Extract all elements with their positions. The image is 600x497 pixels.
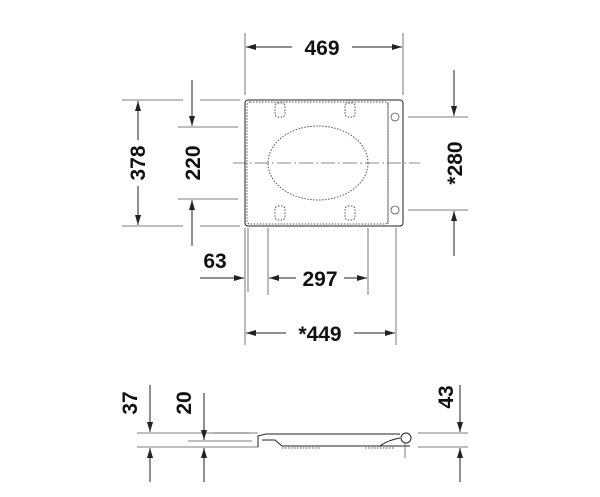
- hinge-icon: [390, 205, 400, 215]
- dim-20: 20: [173, 391, 196, 414]
- hinge-icon: [400, 432, 412, 444]
- dim-297: 297: [302, 268, 337, 291]
- dim-43: 43: [435, 385, 458, 408]
- fixing-holes: [274, 102, 356, 221]
- dim-63: 63: [203, 250, 226, 273]
- hinge-icon: [390, 112, 400, 122]
- seat-inner-outline: [246, 101, 389, 225]
- dim-449: *449: [298, 323, 341, 346]
- dim-280: *280: [444, 141, 467, 184]
- side-view: 37 20 43: [119, 385, 468, 482]
- dim-220: 220: [182, 145, 205, 180]
- dim-378: 378: [127, 145, 150, 180]
- dim-37: 37: [119, 391, 142, 414]
- seat-profile: [257, 433, 410, 447]
- top-view: 469 378 220 *280 63 297 *: [122, 33, 468, 346]
- dim-469: 469: [304, 37, 339, 60]
